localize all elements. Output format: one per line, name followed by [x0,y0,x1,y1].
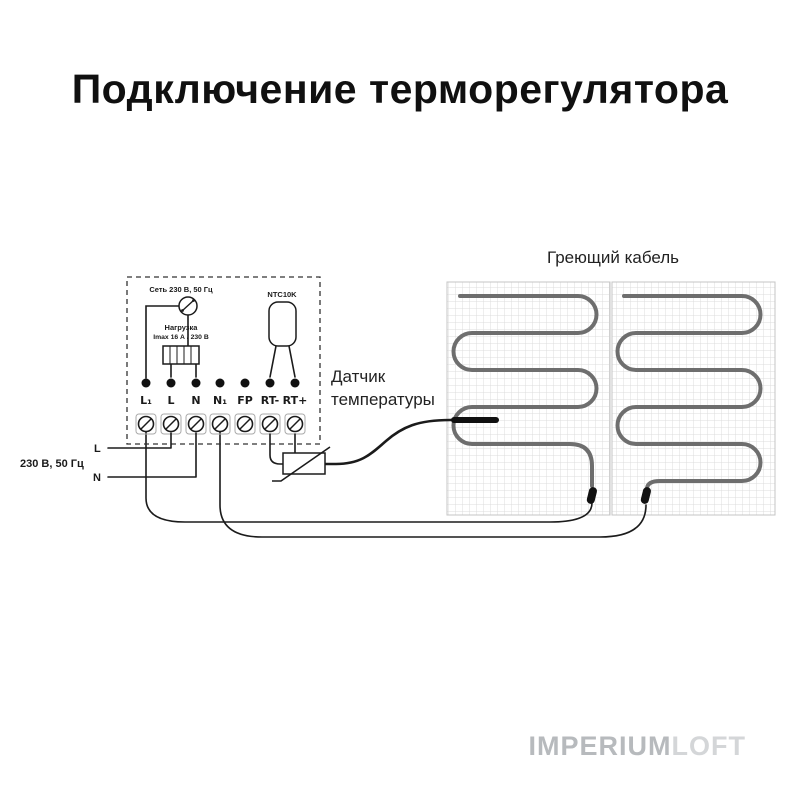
load-label-line2: Imax 16 А / 230 В [153,334,209,341]
sensor-label-line2: температуры [331,390,435,409]
heating-cable-serpentine-right [615,294,763,490]
terminal-dot [240,378,250,388]
terminal-labels: L₁ L N N₁ FP RT- RT+ [140,394,307,407]
cable-connector-left [586,487,597,504]
sensor-label-line1: Датчик [331,367,386,386]
terminal-dot [290,378,300,388]
terminal-screw-icon [234,413,256,435]
mains-voltage-label: 230 В, 50 Гц [20,458,84,470]
terminal-label-l: L [167,394,174,407]
terminal-screws [135,413,306,435]
terminal-dot [265,378,275,388]
terminal-label-fp: FP [237,394,253,407]
terminal-label-n: N [191,394,200,407]
terminal-label-rt-minus: RT- [261,394,279,407]
heating-cable-serpentine-left [451,294,599,488]
mains-n-wire [107,432,197,478]
terminal-screw-icon [160,413,182,435]
watermark-part2: LOFT [671,731,746,761]
mains-inner-label: Сеть 230 В, 50 Гц [149,285,213,294]
load-label-line1: Нагрузка [165,323,199,332]
cable-connector-right [640,487,651,504]
load-symbol [162,345,200,365]
line-l-label: L [94,443,101,455]
page-title: Подключение терморегулятора [71,66,729,112]
terminal-screw-icon [209,413,231,435]
terminal-dot [166,378,176,388]
terminal-screw-icon [135,413,157,435]
heating-mat-right [611,281,776,516]
ntc-sensor-symbol [268,301,297,347]
heating-mat-left [446,281,611,516]
terminal-dots [141,378,300,388]
power-wire-n1 [219,431,647,538]
mains-input: 230 В, 50 Гц L N [20,432,197,484]
watermark-part1: IMPERIUM [528,731,672,761]
heating-cable-label: Греющий кабель [547,248,679,267]
watermark-logo: IMPERIUMLOFT [529,731,746,762]
relay-feed-wire [145,305,180,379]
mains-l-wire [107,432,172,449]
terminal-label-n1: N₁ [213,394,227,407]
terminal-dot [191,378,201,388]
relay-symbol [178,296,198,316]
sensor-cable [321,418,496,466]
terminal-dot [215,378,225,388]
terminal-screw-icon [284,413,306,435]
terminal-dot [141,378,151,388]
line-n-label: N [93,472,101,484]
ntc-lead-minus [269,345,277,378]
terminal-label-l1: L₁ [140,394,152,407]
ntc-type-label: NTC10K [267,290,297,299]
ntc-lead-plus [288,345,296,378]
terminal-label-rt-plus: RT+ [283,394,308,407]
power-wire-l1 [145,431,593,523]
thermistor-symbol [269,433,331,482]
